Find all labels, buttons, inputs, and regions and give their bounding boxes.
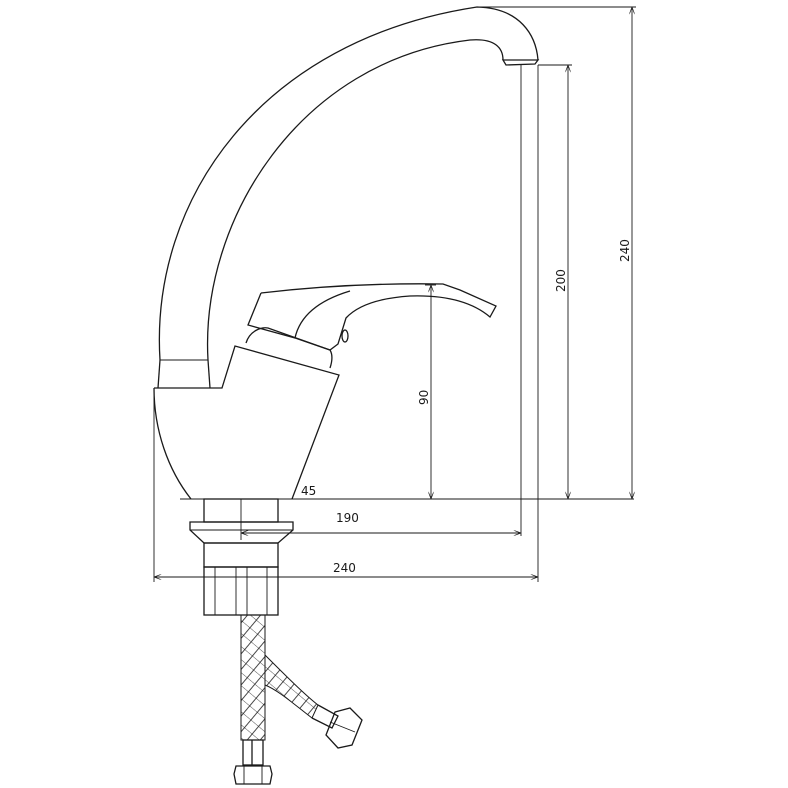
supply-hoses [233, 614, 363, 785]
faucet-body [153, 327, 340, 500]
dim-total-width: 240 [333, 561, 356, 575]
dim-spout-height: 200 [554, 269, 568, 292]
dim-lever-height: 90 [417, 390, 431, 405]
mounting-nut [189, 498, 294, 616]
dim-base-offset: 45 [301, 484, 316, 498]
lever-handle [247, 283, 497, 351]
dim-spout-reach: 190 [336, 511, 359, 525]
spout [157, 6, 540, 389]
dimension-lines [153, 6, 636, 582]
dim-total-height: 240 [618, 239, 632, 262]
